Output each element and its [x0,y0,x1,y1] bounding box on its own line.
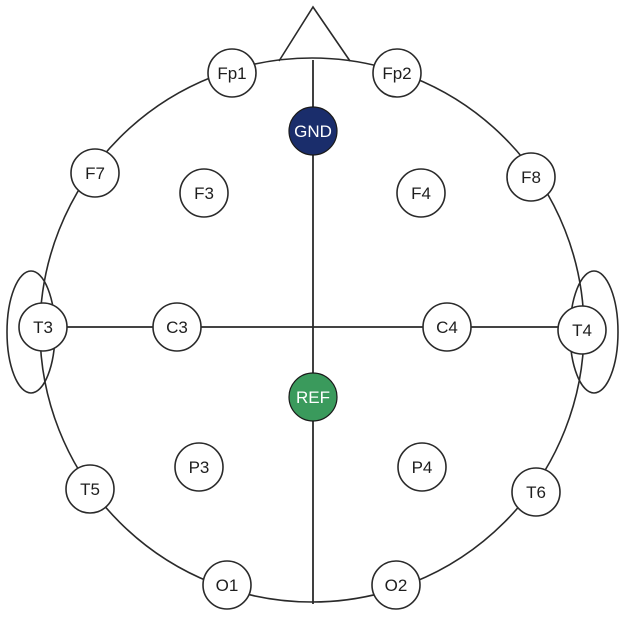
electrode-label-f3: F3 [194,184,214,203]
electrode-label-f8: F8 [521,168,541,187]
electrode-label-fp2: Fp2 [382,64,411,83]
electrode-t3: T3 [18,302,68,352]
electrode-o2: O2 [371,560,421,610]
electrode-label-t6: T6 [526,483,546,502]
electrode-label-p3: P3 [189,458,210,477]
electrode-p4: P4 [397,442,447,492]
electrode-label-o1: O1 [216,576,239,595]
electrode-label-o2: O2 [385,576,408,595]
electrode-label-t3: T3 [33,318,53,337]
electrode-label-gnd: GND [294,122,332,141]
electrode-fp1: Fp1 [207,48,257,98]
electrode-label-t5: T5 [80,480,100,499]
electrode-c3: C3 [152,302,202,352]
electrode-fp2: Fp2 [372,48,422,98]
electrode-label-t4: T4 [572,321,592,340]
electrode-label-p4: P4 [412,458,433,477]
electrode-f7: F7 [70,148,120,198]
electrode-o1: O1 [202,560,252,610]
electrode-f4: F4 [396,168,446,218]
nose-outline [278,5,351,62]
electrode-label-ref: REF [296,388,330,407]
electrode-t5: T5 [65,464,115,514]
electrode-f8: F8 [506,152,556,202]
electrode-ref: REF [288,372,338,422]
electrode-label-fp1: Fp1 [217,64,246,83]
electrode-f3: F3 [179,168,229,218]
electrode-p3: P3 [174,442,224,492]
electrode-label-f4: F4 [411,184,431,203]
electrode-t4: T4 [557,305,607,355]
electrode-label-f7: F7 [85,164,105,183]
electrode-t6: T6 [511,467,561,517]
electrode-label-c4: C4 [436,318,458,337]
electrode-c4: C4 [422,302,472,352]
electrode-gnd: GND [288,106,338,156]
electrode-label-c3: C3 [166,318,188,337]
